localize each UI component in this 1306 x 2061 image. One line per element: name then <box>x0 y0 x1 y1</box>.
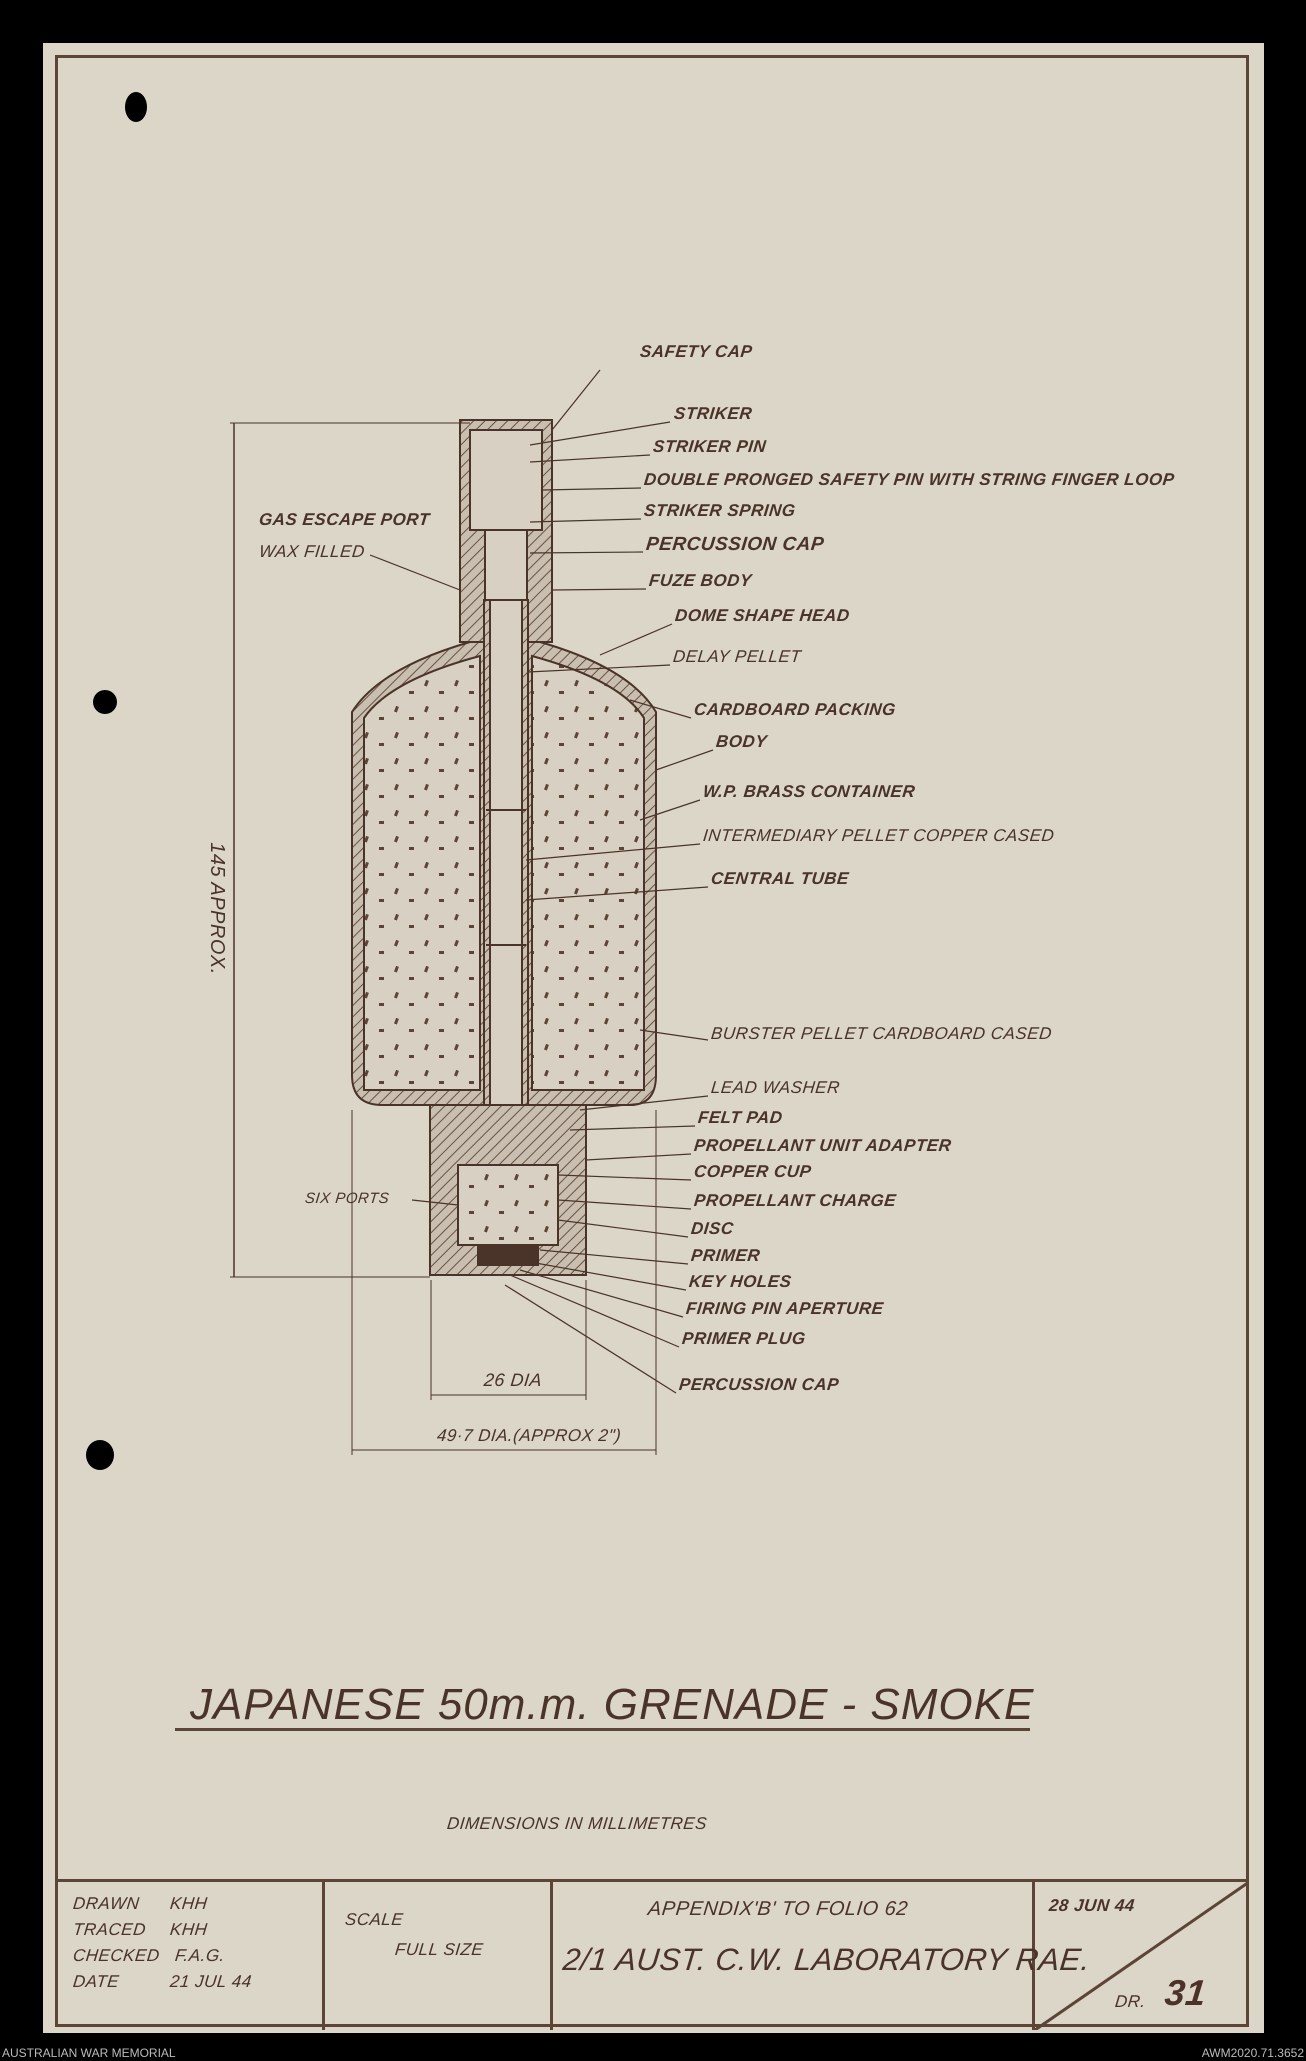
title-underline <box>175 1728 1030 1731</box>
drawn-value: KHH <box>169 1894 209 1913</box>
label-six-ports: SIX PORTS <box>304 1190 391 1207</box>
label-disc: DISC <box>690 1219 735 1238</box>
drawing-number-label: DR. <box>1114 1992 1147 2011</box>
tb-credits: DRAWN KHH TRACED KHH CHECKED F.A.G. DATE… <box>55 1882 325 2030</box>
label-primer-plug: PRIMER PLUG <box>681 1329 807 1348</box>
checked-label: CHECKED <box>72 1946 161 1965</box>
label-intermediary-pellet: INTERMEDIARY PELLET COPPER CASED <box>702 826 1056 845</box>
title-block: DRAWN KHH TRACED KHH CHECKED F.A.G. DATE… <box>55 1879 1249 2030</box>
label-percussion-cap-2: PERCUSSION CAP <box>678 1375 841 1394</box>
label-striker: STRIKER <box>673 404 754 423</box>
label-striker-pin: STRIKER PIN <box>652 437 768 456</box>
label-percussion-cap: PERCUSSION CAP <box>644 534 826 555</box>
label-dome-head: DOME SHAPE HEAD <box>674 606 851 625</box>
dim-height: 145 APPROX. <box>205 842 228 975</box>
drawn-label: DRAWN <box>72 1894 141 1913</box>
footer-accession: AWM2020.71.3652 <box>1201 2046 1304 2060</box>
label-body: BODY <box>715 732 769 751</box>
drawing-number: 31 <box>1162 1972 1209 2013</box>
label-lead-washer: LEAD WASHER <box>710 1078 842 1097</box>
label-propellant-charge: PROPELLANT CHARGE <box>693 1191 898 1210</box>
label-wax-filled: WAX FILLED <box>258 542 366 561</box>
label-burster-pellet: BURSTER PELLET CARDBOARD CASED <box>710 1024 1053 1043</box>
label-striker-spring: STRIKER SPRING <box>643 501 797 520</box>
label-cardboard-packing: CARDBOARD PACKING <box>693 700 897 719</box>
punch-hole <box>125 92 147 122</box>
label-brass-container: W.P. BRASS CONTAINER <box>702 782 917 801</box>
tb-number: 28 JUN 44 DR. 31 <box>1035 1882 1249 2030</box>
label-primer: PRIMER <box>690 1246 762 1265</box>
label-fuze-body: FUZE BODY <box>648 571 753 590</box>
label-key-holes: KEY HOLES <box>688 1272 793 1291</box>
appendix-ref: APPENDIX'B' TO FOLIO 62 <box>646 1898 910 1920</box>
label-central-tube: CENTRAL TUBE <box>710 869 850 888</box>
label-safety-cap: SAFETY CAP <box>639 342 754 361</box>
drawing-border <box>55 55 1249 2027</box>
label-gas-escape-port: GAS ESCAPE PORT <box>258 510 431 529</box>
traced-label: TRACED <box>72 1920 147 1939</box>
label-safety-pin: DOUBLE PRONGED SAFETY PIN WITH STRING FI… <box>643 470 1176 489</box>
tb-scale: SCALE FULL SIZE <box>325 1882 553 2030</box>
drawing-title: JAPANESE 50m.m. GRENADE - SMOKE <box>190 1680 1035 1729</box>
dim-outer-dia: 49·7 DIA.(APPROX 2") <box>436 1426 623 1445</box>
punch-hole <box>86 1440 114 1470</box>
laboratory-name: 2/1 AUST. C.W. LABORATORY RAE. <box>561 1942 1093 1977</box>
scale-value: FULL SIZE <box>394 1940 485 1959</box>
checked-value: F.A.G. <box>174 1946 226 1965</box>
scale-label: SCALE <box>344 1910 405 1929</box>
diagonal-divider <box>1035 1882 1249 2030</box>
date-label: DATE <box>72 1972 121 1991</box>
issue-date: 28 JUN 44 <box>1048 1896 1136 1915</box>
traced-value: KHH <box>169 1920 209 1939</box>
dim-inner-dia: 26 DIA <box>483 1370 544 1390</box>
date-value: 21 JUL 44 <box>169 1972 253 1991</box>
label-copper-cup: COPPER CUP <box>693 1162 813 1181</box>
label-adapter: PROPELLANT UNIT ADAPTER <box>693 1136 953 1155</box>
tb-origin: APPENDIX'B' TO FOLIO 62 2/1 AUST. C.W. L… <box>553 1882 1092 2030</box>
footer-credit: AUSTRALIAN WAR MEMORIAL <box>2 2046 176 2060</box>
label-felt-pad: FELT PAD <box>697 1108 784 1127</box>
punch-hole <box>93 690 117 714</box>
label-delay-pellet: DELAY PELLET <box>672 647 803 666</box>
label-firing-pin-aperture: FIRING PIN APERTURE <box>685 1299 885 1318</box>
dimensions-note: DIMENSIONS IN MILLIMETRES <box>446 1814 709 1833</box>
